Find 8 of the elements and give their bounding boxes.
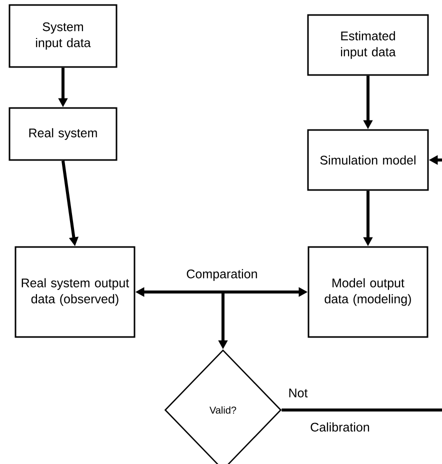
edge-label: Calibration xyxy=(309,421,371,433)
process-box: Real system xyxy=(8,107,118,161)
edge-label: Comparation xyxy=(185,268,259,282)
process-box: System input data xyxy=(8,4,118,68)
process-box: Estimated input data xyxy=(307,14,429,76)
process-box: Real system output data (observed) xyxy=(14,246,136,338)
process-box: Simulation model xyxy=(307,129,429,191)
process-box: Model output data (modeling) xyxy=(308,246,428,338)
